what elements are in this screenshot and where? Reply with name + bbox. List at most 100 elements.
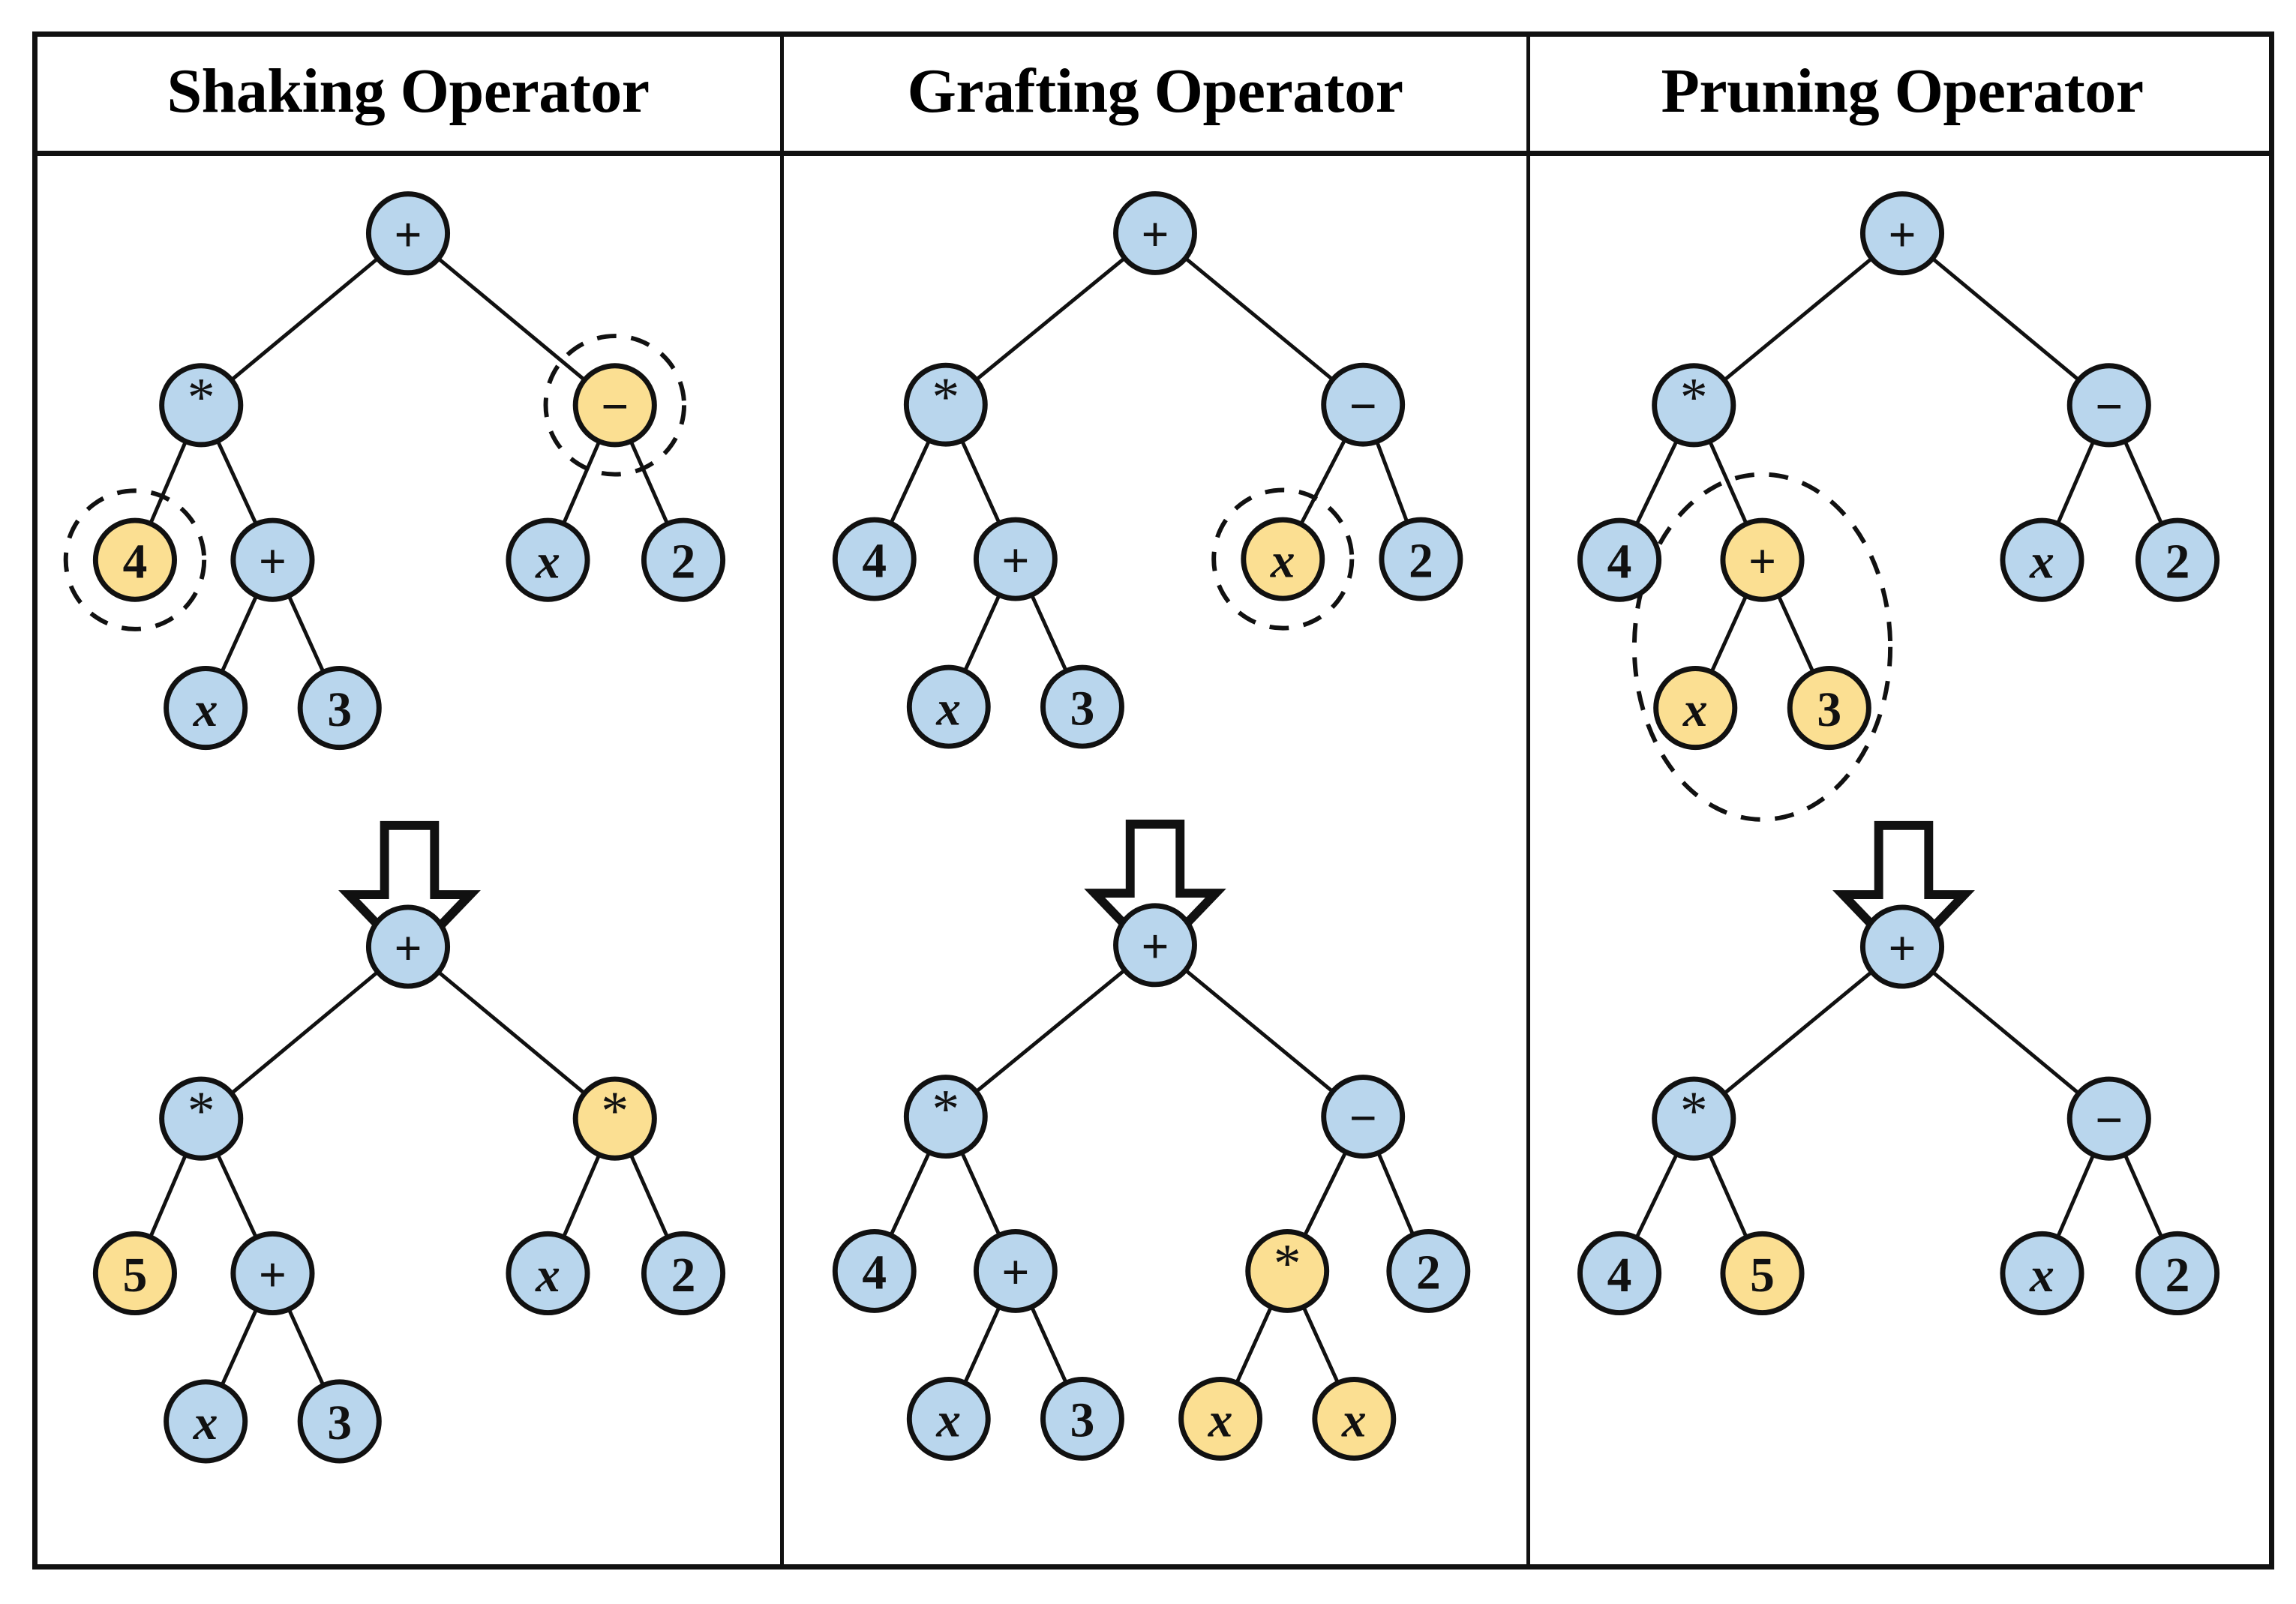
tree-node[interactable]: +: [365, 191, 451, 276]
tree-node[interactable]: +: [973, 517, 1058, 601]
tree-node[interactable]: x: [906, 1377, 991, 1461]
tree-node-circle[interactable]: [297, 1379, 382, 1464]
tree-node-circle[interactable]: [1720, 517, 1805, 602]
tree-node-circle[interactable]: [832, 1229, 917, 1313]
tree-node[interactable]: 3: [1040, 1377, 1124, 1461]
tree-node-circle[interactable]: [230, 517, 315, 602]
tree-node-circle[interactable]: [164, 666, 248, 751]
tree-node[interactable]: x: [506, 517, 590, 602]
tree-node[interactable]: 3: [297, 666, 382, 751]
tree-node[interactable]: −: [2066, 1076, 2151, 1161]
tree-node[interactable]: 2: [641, 1231, 726, 1316]
tree-node-circle[interactable]: [1577, 517, 1662, 602]
tree-node-circle[interactable]: [2000, 1231, 2084, 1316]
tree-node-circle[interactable]: [973, 1229, 1058, 1313]
tree-node[interactable]: x: [164, 666, 248, 751]
tree-node-circle[interactable]: [641, 1231, 726, 1316]
tree-node[interactable]: 3: [1787, 666, 1871, 751]
tree-node-circle[interactable]: [1577, 1231, 1662, 1316]
tree-node[interactable]: 2: [1379, 517, 1463, 601]
tree-node-circle[interactable]: [1241, 517, 1325, 601]
tree-node-circle[interactable]: [1720, 1231, 1805, 1316]
tree-node[interactable]: 5: [92, 1231, 177, 1316]
tree-node-circle[interactable]: [2135, 1231, 2220, 1316]
tree-node[interactable]: 4: [832, 517, 917, 601]
tree-node[interactable]: −: [1321, 362, 1406, 447]
tree-node[interactable]: 4: [1577, 1231, 1662, 1316]
tree-node-circle[interactable]: [365, 904, 451, 989]
tree-node[interactable]: 4: [92, 517, 177, 602]
tree-node[interactable]: +: [1720, 517, 1805, 602]
tree-node[interactable]: *: [159, 363, 244, 448]
tree-node[interactable]: +: [1113, 903, 1197, 988]
tree-node[interactable]: 2: [641, 517, 726, 602]
tree-node[interactable]: −: [2066, 363, 2151, 448]
tree-node-circle[interactable]: [1040, 664, 1124, 749]
tree-node[interactable]: 2: [2135, 1231, 2220, 1316]
tree-node[interactable]: +: [1859, 191, 1945, 276]
tree-node[interactable]: 4: [1577, 517, 1662, 602]
tree-node-circle[interactable]: [1859, 904, 1945, 989]
tree-node[interactable]: 5: [1720, 1231, 1805, 1316]
tree-node-circle[interactable]: [1652, 363, 1736, 448]
tree-node-circle[interactable]: [1386, 1229, 1471, 1313]
tree-node-circle[interactable]: [1312, 1377, 1397, 1461]
tree-node[interactable]: *: [159, 1076, 244, 1161]
tree-node[interactable]: x: [1241, 517, 1325, 601]
tree-node[interactable]: −: [1321, 1075, 1406, 1159]
tree-node-circle[interactable]: [159, 363, 244, 448]
tree-node-circle[interactable]: [906, 664, 991, 749]
tree-node[interactable]: x: [164, 1379, 248, 1464]
tree-node-circle[interactable]: [1040, 1377, 1124, 1461]
tree-node-circle[interactable]: [2066, 363, 2151, 448]
tree-node[interactable]: x: [1178, 1377, 1263, 1461]
tree-node[interactable]: +: [365, 904, 451, 989]
tree-node-circle[interactable]: [2000, 517, 2084, 602]
tree-node-circle[interactable]: [1113, 191, 1197, 275]
tree-node[interactable]: x: [2000, 517, 2084, 602]
tree-node-circle[interactable]: [297, 666, 382, 751]
tree-node-circle[interactable]: [1321, 362, 1406, 447]
tree-node[interactable]: *: [572, 1076, 657, 1161]
tree-node[interactable]: 3: [297, 1379, 382, 1464]
tree-node[interactable]: *: [903, 362, 988, 447]
tree-node-circle[interactable]: [1652, 1076, 1736, 1161]
tree-node-circle[interactable]: [641, 517, 726, 602]
tree-node[interactable]: x: [1653, 666, 1738, 751]
tree-node-circle[interactable]: [1321, 1075, 1406, 1159]
tree-node-circle[interactable]: [1379, 517, 1463, 601]
tree-node-circle[interactable]: [2135, 517, 2220, 602]
tree-node[interactable]: 2: [2135, 517, 2220, 602]
tree-node-circle[interactable]: [903, 1075, 988, 1159]
tree-node-circle[interactable]: [572, 363, 657, 448]
tree-node[interactable]: *: [1652, 363, 1736, 448]
tree-node[interactable]: +: [973, 1229, 1058, 1313]
tree-node[interactable]: 4: [832, 1229, 917, 1313]
tree-node-circle[interactable]: [572, 1076, 657, 1161]
tree-node[interactable]: 3: [1040, 664, 1124, 749]
tree-node-circle[interactable]: [1787, 666, 1871, 751]
tree-node-circle[interactable]: [1245, 1229, 1330, 1313]
tree-node-circle[interactable]: [832, 517, 917, 601]
tree-node[interactable]: +: [230, 517, 315, 602]
tree-node-circle[interactable]: [92, 1231, 177, 1316]
tree-node-circle[interactable]: [230, 1231, 315, 1316]
tree-node-circle[interactable]: [1859, 191, 1945, 276]
tree-node[interactable]: *: [903, 1075, 988, 1159]
tree-node-circle[interactable]: [2066, 1076, 2151, 1161]
tree-node[interactable]: +: [230, 1231, 315, 1316]
tree-node-circle[interactable]: [973, 517, 1058, 601]
tree-node[interactable]: *: [1245, 1229, 1330, 1313]
tree-node[interactable]: x: [2000, 1231, 2084, 1316]
tree-node[interactable]: −: [572, 363, 657, 448]
tree-node-circle[interactable]: [1653, 666, 1738, 751]
tree-node[interactable]: +: [1859, 904, 1945, 989]
tree-node[interactable]: x: [506, 1231, 590, 1316]
tree-node[interactable]: 2: [1386, 1229, 1471, 1313]
tree-node-circle[interactable]: [903, 362, 988, 447]
tree-node-circle[interactable]: [92, 517, 177, 602]
tree-node[interactable]: x: [906, 664, 991, 749]
tree-node[interactable]: x: [1312, 1377, 1397, 1461]
tree-node[interactable]: *: [1652, 1076, 1736, 1161]
tree-node-circle[interactable]: [365, 191, 451, 276]
